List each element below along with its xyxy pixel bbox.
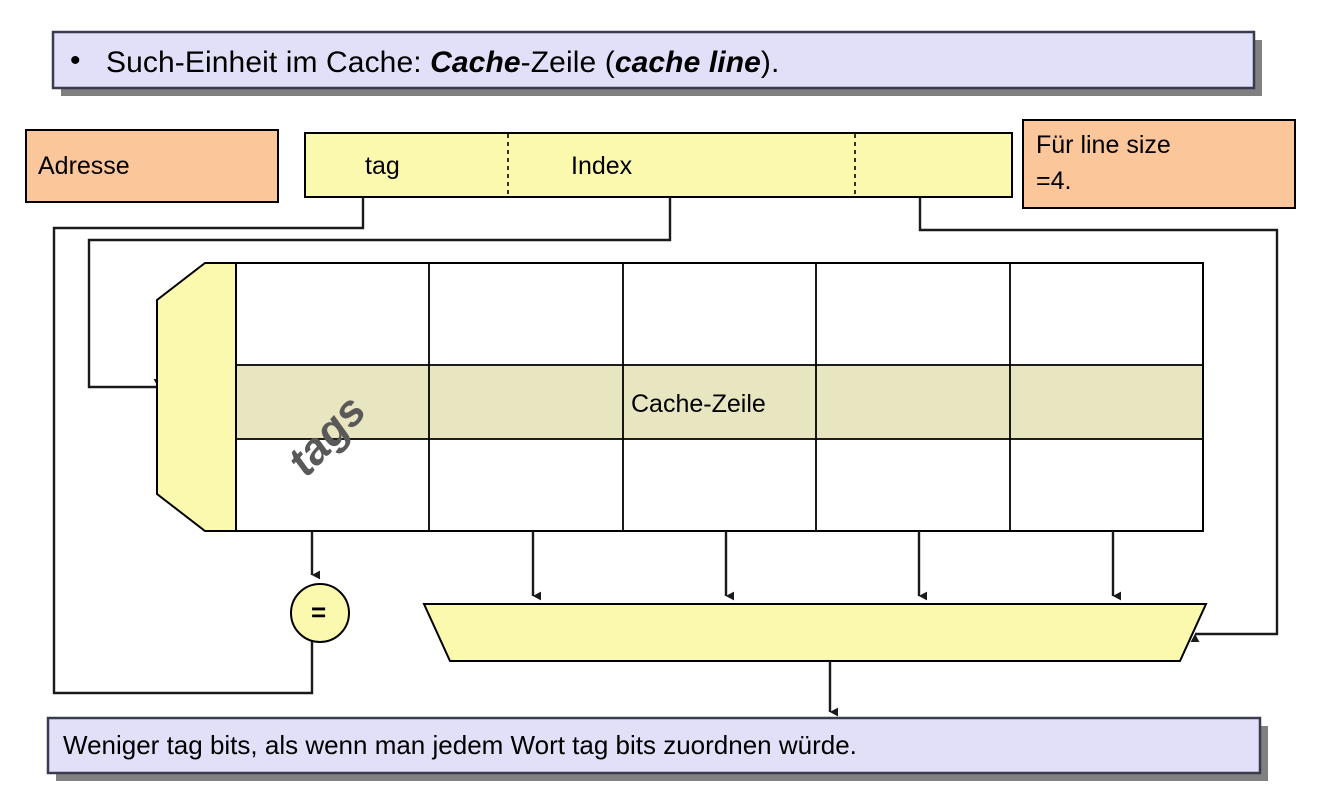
title-seg-5: ). (760, 46, 780, 79)
wires-data-columns-to-mux (531, 531, 1121, 601)
wire-tag-to-comparator (52, 197, 365, 695)
footer-seg-1: tag bits (166, 730, 251, 760)
selected-cache-line-label: Cache-Zeile (631, 390, 766, 418)
footer-seg-3: tag bits (572, 730, 656, 760)
footer-seg-0: Weniger (63, 730, 167, 760)
note-box-line1: Für line size (1036, 131, 1171, 160)
address-box (25, 129, 279, 203)
note-seg-1: line size (1080, 131, 1171, 159)
title-seg-4: cache line (614, 46, 761, 79)
wire-offset-to-mux-select (918, 197, 1279, 642)
cache-array (235, 262, 1204, 532)
wire-index-to-decoder (87, 197, 672, 389)
address-field-label-index: Index (571, 152, 633, 180)
note-box (1022, 119, 1296, 209)
note-box-line2: =4. (1036, 167, 1072, 195)
title-seg-2: -Zeile (520, 46, 597, 79)
title-seg-0: Such-Einheit im Cache: (106, 46, 431, 79)
footer-seg-2: , als wenn man jedem Wort (250, 730, 573, 760)
note-seg-0: Für (1036, 131, 1081, 159)
address-field-bar-outline (304, 132, 1013, 198)
multiplexer-shape (422, 603, 1208, 662)
title-text: Such-Einheit im Cache: Cache-Zeile (cach… (106, 46, 779, 81)
address-box-label: Adresse (38, 152, 130, 180)
title-box (51, 30, 1256, 90)
cache-array-highlight-row (236, 365, 1203, 439)
title-box-group (51, 30, 1262, 96)
address-field-bar (304, 132, 1013, 198)
title-seg-1: Cache (430, 46, 521, 79)
footer-box-group (46, 716, 1268, 781)
footer-seg-4: zuordnen würde. (656, 730, 857, 760)
footer-box (46, 716, 1262, 775)
title-bullet-marker: • (70, 44, 81, 77)
cache-array-outline (235, 262, 1204, 532)
comparator-circle (290, 583, 350, 643)
title-seg-3: ( (596, 46, 615, 79)
footer-text: Weniger tag bits, als wenn man jedem Wor… (63, 730, 857, 761)
comparator-label: = (311, 597, 327, 627)
address-field-label-tag: tag (365, 152, 400, 180)
decoder-shape (156, 262, 237, 532)
